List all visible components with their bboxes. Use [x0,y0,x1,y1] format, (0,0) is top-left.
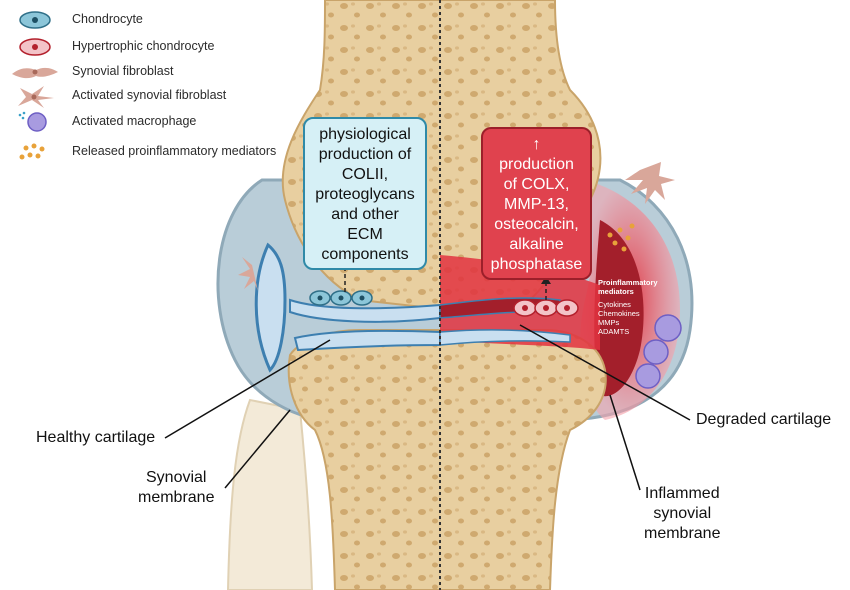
activated-macrophage-icon [18,111,47,132]
healthy-synovium [254,242,287,373]
mediator-item: ADAMTS [598,327,630,336]
box-line: phosphatase [490,256,583,273]
box-line: and other [331,206,399,223]
mediator-item: Cytokines [598,300,631,309]
synovial-membrane-line [224,409,291,489]
inflamed-membrane-line [609,394,641,491]
mediators-heading: mediators [598,287,634,296]
inflamed-membrane-label: Inflammed synovial membrane [644,484,720,544]
tibia-bone [287,329,607,590]
activated-macrophages [635,314,682,389]
box-line: physiological [319,126,411,143]
mediator-item: Chemokines [598,309,640,318]
legend: Chondrocyte Hypertrophic chondrocyte Syn… [0,0,300,170]
callout-line: Synovial [146,469,207,486]
box-line: MMP-13, [504,196,569,213]
proinflammatory-mediators-icon [19,143,45,160]
synovial-fibroblast [238,257,258,291]
up-arrow-icon: ↑ [532,136,541,153]
box-line: production of [318,146,412,163]
activated-synovial-fibroblast-icon [18,86,54,108]
callout-line: membrane [644,525,721,542]
hypertrophic-chondrocyte-icon [19,38,51,56]
callout-line: membrane [138,489,215,506]
legend-label: Activated macrophage [72,114,197,128]
legend-item-chondrocyte: Chondrocyte [10,8,300,32]
chondrocyte-icon [19,11,51,29]
legend-item-synovial-fibroblast: Synovial fibroblast [10,60,300,84]
synovial-fibroblast-icon [12,67,58,79]
box-line: production [499,156,574,173]
healthy-cartilage-label: Healthy cartilage [36,428,155,448]
box-line: COLII, [341,166,389,183]
box-line: of COLX, [503,176,570,193]
callout-line: Healthy cartilage [36,429,156,446]
box-line: components [321,246,409,263]
healthy-chondrocytes [309,290,373,306]
degraded-cartilage-tibial [439,329,571,346]
healthy-production-box: physiological production of COLII, prote… [303,117,427,270]
mediator-item: MMPs [598,318,620,327]
fibula-bone [226,398,314,590]
legend-label: Chondrocyte [72,12,143,26]
legend-label: Released proinflammatory mediators [72,144,277,158]
mediator-dots [607,223,635,252]
legend-item-activated-macrophage: Activated macrophage [10,110,300,134]
callout-line: Inflammed [644,485,720,502]
legend-label: Activated synovial fibroblast [72,88,227,102]
inflamed-synovium-core [594,220,644,397]
legend-item-proinflammatory-mediators: Released proinflammatory mediators [10,140,300,164]
legend-label: Hypertrophic chondrocyte [72,39,215,53]
box-line: osteocalcin, [494,216,579,233]
degraded-cartilage-label: Degraded cartilage [696,410,831,430]
hypertrophic-chondrocytes [513,299,579,317]
legend-item-activated-synovial-fibroblast: Activated synovial fibroblast [10,84,300,108]
mediators-heading: Proinflammatory [598,278,658,287]
healthy-cartilage-line [164,339,331,439]
activated-synovial-fibroblast [625,162,675,204]
box-line: proteoglycans [315,186,415,203]
proinflammatory-mediators-label: Proinflammatory mediators Cytokines Chem… [598,278,658,336]
callout-line: synovial [653,505,712,522]
degraded-cartilage-line [519,324,691,421]
box-line: alkaline [509,236,564,253]
callout-line: Degraded cartilage [696,411,832,428]
legend-label: Synovial fibroblast [72,64,174,78]
oa-production-box: ↑ production of COLX, MMP-13, osteocalci… [481,127,592,280]
legend-item-hypertrophic-chondrocyte: Hypertrophic chondrocyte [10,35,300,59]
box-line: ECM [347,226,383,243]
synovial-membrane-label: Synovial membrane [138,468,214,508]
